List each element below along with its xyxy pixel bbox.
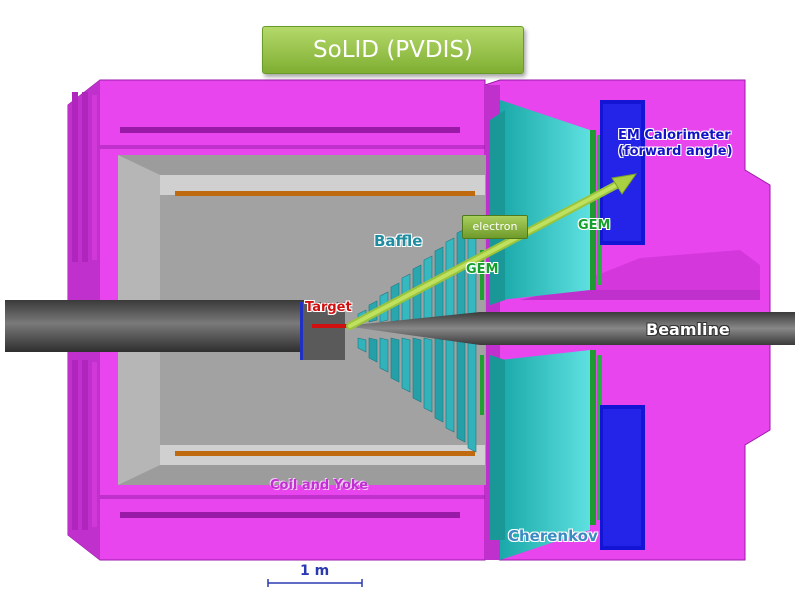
coil-bar-bottom — [175, 451, 475, 456]
em-calorimeter-label-line2: (forward angle) — [618, 144, 733, 159]
baffle-plate-lower — [412, 337, 422, 403]
scale-label: 1 m — [300, 563, 330, 579]
baffle-plate-lower — [390, 337, 400, 383]
baffle-plate-lower — [467, 337, 477, 453]
diagram-title: SoLID (PVDIS) — [262, 26, 524, 74]
target — [312, 324, 350, 328]
em-calorimeter-label: EM Calorimeter (forward angle) — [618, 128, 733, 160]
coil-bar-top — [175, 191, 475, 196]
gem-label-upper: GEM — [578, 218, 611, 233]
gem-planes — [480, 130, 602, 525]
gem-label-lower: GEM — [466, 262, 499, 277]
cherenkov-label: Cherenkov — [508, 527, 598, 545]
baffle-plate-lower — [401, 337, 411, 393]
baffle-plate-upper — [456, 228, 466, 323]
baffle-plate-lower — [456, 337, 466, 443]
baffle-plate-lower — [368, 337, 378, 363]
electron-label: electron — [462, 215, 528, 239]
cherenkov-detector — [490, 100, 590, 560]
baffle-label: Baffle — [374, 232, 423, 250]
beamline — [5, 300, 795, 360]
baffle-plate-lower — [357, 337, 367, 353]
target-label: Target — [305, 300, 352, 315]
baffle-plate-lower — [423, 337, 433, 413]
em-calorimeter — [600, 100, 645, 550]
baffle-plate-lower — [445, 337, 455, 433]
baffle-plate-upper — [445, 237, 455, 323]
coil-and-yoke-label: Coil and Yoke — [270, 478, 369, 493]
baffle-plate-lower — [379, 337, 389, 373]
baffle-plate-lower — [434, 337, 444, 423]
electron-track — [346, 173, 638, 330]
scale-bar — [267, 579, 363, 587]
beamline-label: Beamline — [646, 320, 730, 339]
em-calorimeter-label-line1: EM Calorimeter — [618, 128, 731, 143]
